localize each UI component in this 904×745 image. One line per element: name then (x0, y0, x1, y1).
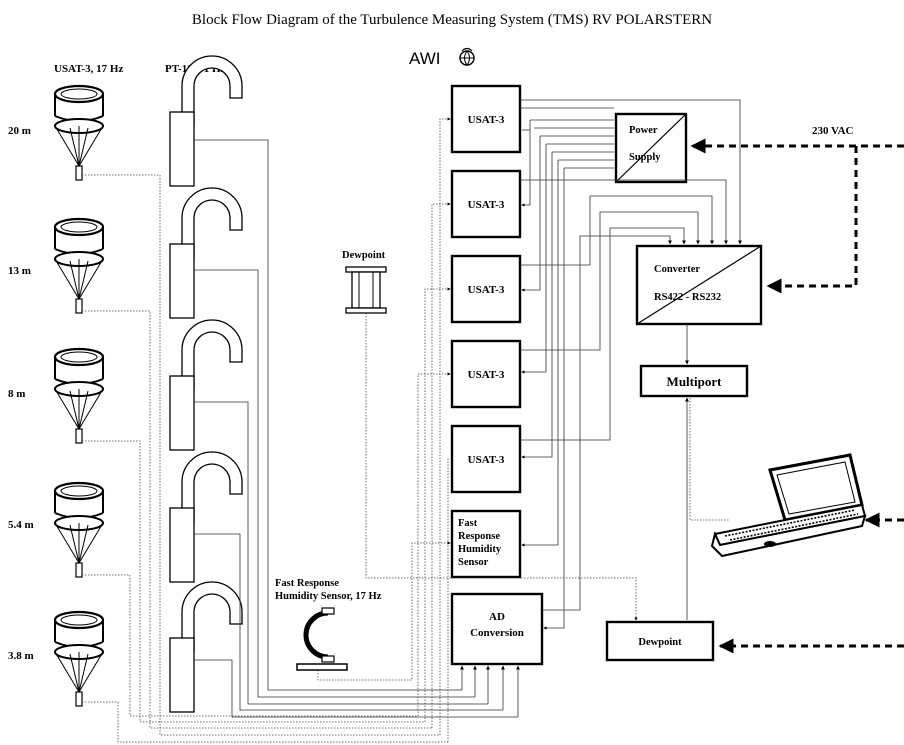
dewpoint-unit-box (605, 620, 715, 662)
usat-box-5 (450, 424, 522, 494)
usat-box-1 (450, 84, 522, 154)
sonic-anemometer-icon (53, 481, 105, 579)
temperature-sensor-icon (169, 319, 243, 451)
height-label-8: 8 m (8, 388, 25, 400)
usat-column-label: USAT-3, 17 Hz (54, 63, 123, 75)
temperature-sensor-icon (169, 451, 243, 583)
humidity-sensor-icon (296, 607, 348, 671)
converter-line-2: RS422 - RS232 (654, 292, 721, 303)
power-supply-line-2: Supply (629, 152, 661, 163)
sonic-anemometer-icon (53, 610, 105, 708)
temperature-sensor-icon (169, 581, 243, 713)
fast-sensor-label-2: Humidity Sensor, 17 Hz (275, 591, 382, 602)
usat-box-5-label: USAT-3 (468, 454, 505, 466)
ad-box-line-1: AD (489, 611, 505, 623)
usat-box-1-label: USAT-3 (468, 114, 505, 126)
globe-logo-icon (459, 47, 475, 66)
multiport-box (639, 364, 749, 398)
usat-box-3 (450, 254, 522, 324)
sonic-anemometer-icon (53, 347, 105, 445)
height-label-13: 13 m (8, 265, 31, 277)
diagram-title: Block Flow Diagram of the Turbulence Mea… (192, 12, 712, 28)
fast-box-line-3: Humidity (458, 544, 502, 555)
laptop-icon (710, 453, 867, 558)
multiport-label: Multiport (667, 374, 723, 389)
dewpoint-sensor-label: Dewpoint (342, 250, 386, 261)
usat-box-2-label: USAT-3 (468, 199, 505, 211)
height-label-3-8: 3.8 m (8, 650, 34, 662)
ad-conversion-box (450, 592, 544, 666)
logo-text: AWI (409, 49, 440, 68)
fast-sensor-label-1: Fast Response (275, 578, 339, 589)
height-label-5-4: 5.4 m (8, 519, 34, 531)
awi-logo: AWI (409, 47, 475, 68)
temperature-sensor-icon (169, 187, 243, 319)
temperature-sensor-icon (169, 55, 243, 187)
fast-humidity-box (450, 509, 522, 579)
height-label-20: 20 m (8, 125, 31, 137)
sonic-anemometer-icon (53, 217, 105, 315)
sonic-anemometer-icon (53, 84, 105, 182)
fast-box-line-1: Fast (458, 518, 478, 529)
usat-box-2 (450, 169, 522, 239)
dewpoint-sensor-icon (345, 266, 387, 314)
usat-box-3-label: USAT-3 (468, 284, 505, 296)
fast-box-line-2: Response (458, 531, 500, 542)
usat-box-4-label: USAT-3 (468, 369, 505, 381)
vac-label: 230 VAC (812, 125, 854, 137)
power-supply-line-1: Power (629, 125, 658, 136)
usat-box-4 (450, 339, 522, 409)
fast-box-line-4: Sensor (458, 557, 489, 568)
ad-box-line-2: Conversion (470, 627, 524, 639)
converter-line-1: Converter (654, 264, 700, 275)
dewpoint-unit-label: Dewpoint (638, 637, 682, 648)
